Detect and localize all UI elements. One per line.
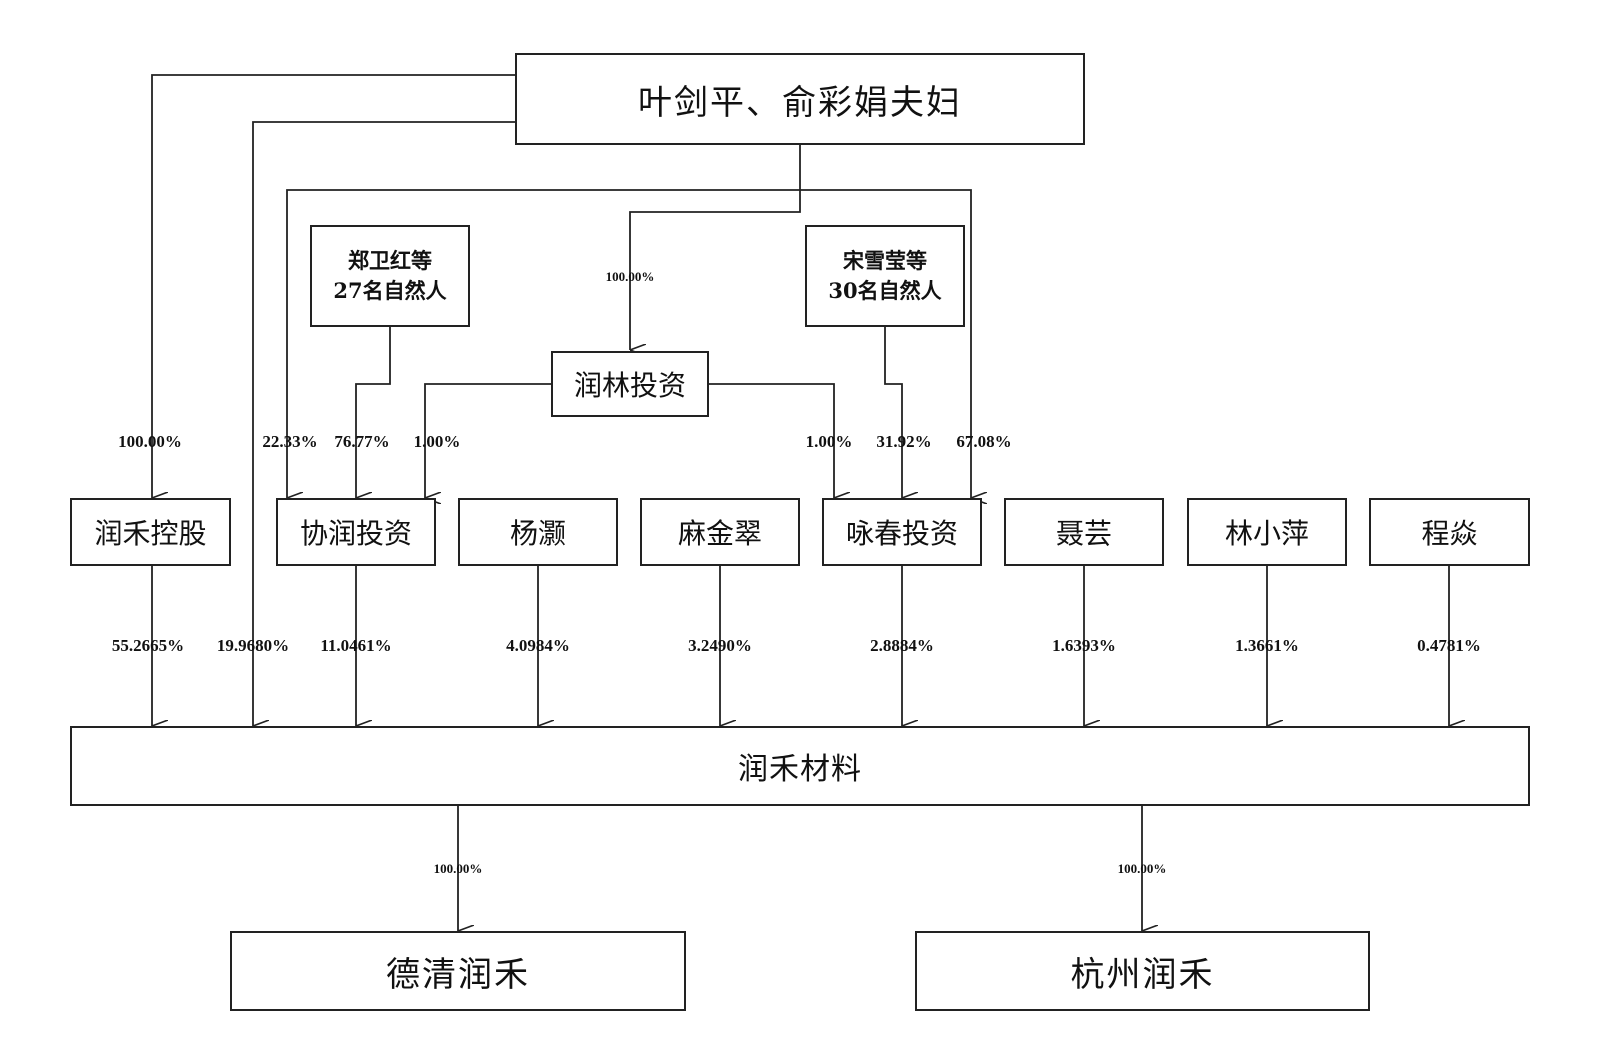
node-yongchun: 咏春投资 (822, 498, 982, 566)
node-nie: 聂芸 (1004, 498, 1164, 566)
edge-founders-yongchun (800, 189, 971, 498)
pct-holding-material: 55.2665% (111, 636, 185, 655)
edge-zheng-xierun (355, 327, 391, 498)
pct-xierun-material: 11.0461% (320, 636, 392, 655)
node-song: 宋雪莹等 30名自然人 (805, 225, 965, 327)
node-deqing: 德清润禾 (230, 931, 686, 1011)
edge-founders-holding (151, 74, 515, 498)
pct-founders-xierun: 22.33% (262, 432, 318, 451)
node-founders: 叶剑平、俞彩娟夫妇 (515, 53, 1085, 145)
node-ma: 麻金翠 (640, 498, 800, 566)
node-cheng: 程焱 (1369, 498, 1530, 566)
pct-founders-material: 19.9680% (216, 636, 290, 655)
node-zheng-line1: 郑卫红等 (348, 248, 432, 273)
edge-song-yongchun (884, 327, 902, 498)
node-runlin: 润林投资 (551, 351, 709, 417)
pct-runlin-yongchun: 1.00% (805, 432, 853, 451)
node-hangzhou: 杭州润禾 (915, 931, 1370, 1011)
pct-material-hangzhou: 100.00% (1117, 861, 1167, 876)
pct-cheng-material: 0.4781% (1417, 636, 1481, 655)
node-song-line1: 宋雪莹等 (843, 248, 927, 273)
pct-zheng-xierun: 76.77% (334, 432, 390, 451)
pct-founders-runlin: 100.00% (605, 269, 655, 284)
edge-runlin-xierun (424, 383, 551, 498)
pct-founders-yongchun: 67.08% (956, 432, 1012, 451)
pct-yang-material: 4.0984% (506, 636, 570, 655)
node-xierun: 协润投资 (276, 498, 436, 566)
pct-nie-material: 1.6393% (1052, 636, 1116, 655)
node-yang: 杨灏 (458, 498, 618, 566)
pct-founders-holding: 100.00% (118, 432, 182, 451)
node-zheng: 郑卫红等 27名自然人 (310, 225, 470, 327)
node-runhe-material: 润禾材料 (70, 726, 1530, 806)
node-song-line2: 30名自然人 (828, 278, 942, 303)
pct-song-yongchun: 31.92% (876, 432, 932, 451)
node-zheng-line2: 27名自然人 (333, 278, 447, 303)
edge-founders-material (252, 121, 515, 726)
pct-ma-material: 3.2490% (688, 636, 752, 655)
node-runhe-holding: 润禾控股 (70, 498, 231, 566)
pct-lin-material: 1.3661% (1235, 636, 1299, 655)
edge-runlin-yongchun (709, 383, 834, 498)
edge-founders-runlin (629, 190, 801, 350)
pct-yongchun-material: 2.8884% (870, 636, 934, 655)
edge-founders-xierun (286, 189, 800, 498)
pct-material-deqing: 100.00% (433, 861, 483, 876)
node-lin: 林小萍 (1187, 498, 1347, 566)
pct-runlin-xierun: 1.00% (413, 432, 461, 451)
